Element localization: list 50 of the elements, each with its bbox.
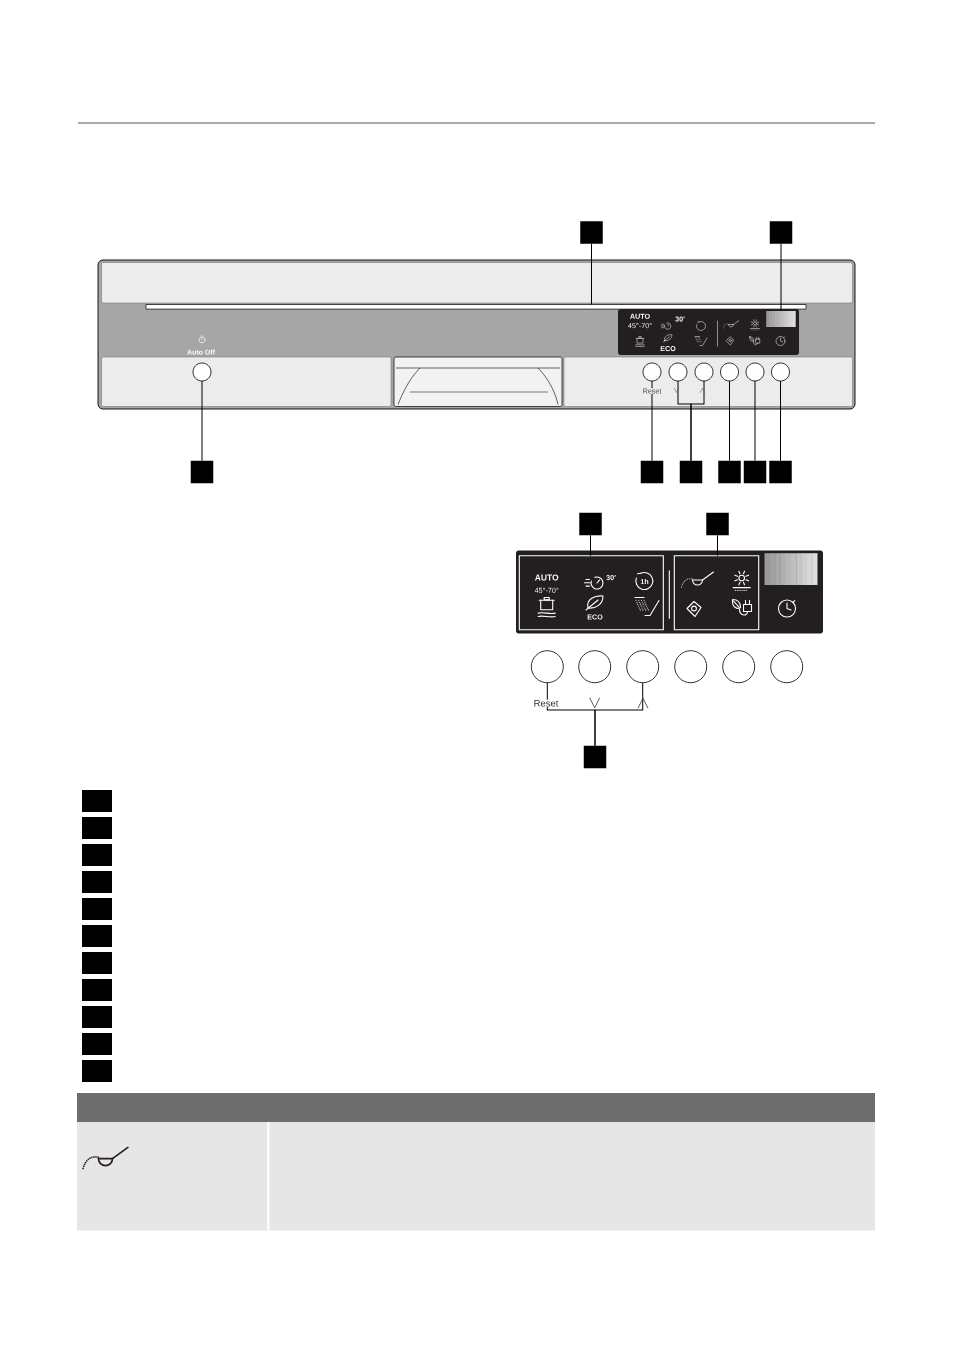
push-button [771, 362, 790, 382]
callout-box [769, 460, 792, 484]
push-button [674, 650, 708, 684]
push-button [694, 362, 714, 382]
callout-box [190, 460, 214, 484]
callout-box [82, 871, 112, 893]
callout-box [82, 1006, 112, 1028]
callout-box [679, 460, 703, 484]
callout-box [580, 221, 603, 244]
leader-line [591, 243, 592, 305]
program-label: AUTO [534, 574, 559, 581]
leader-line [690, 380, 705, 462]
callout-box [718, 460, 741, 484]
push-button [720, 362, 739, 382]
callout-box [706, 512, 729, 536]
callout-box [82, 1060, 112, 1082]
push-button [530, 650, 564, 684]
leader-line [780, 380, 781, 462]
push-button [722, 650, 756, 684]
callout-box [583, 745, 607, 769]
callout-box [82, 925, 112, 947]
display-window [766, 311, 796, 327]
callout-box [743, 460, 767, 484]
push-button [668, 362, 688, 382]
callout-box [82, 979, 112, 1001]
push-button [578, 650, 612, 684]
callout-box [82, 1033, 112, 1055]
push-button [770, 650, 804, 684]
leader-line [754, 380, 756, 462]
callout-box [82, 952, 112, 974]
callout-box [82, 898, 112, 920]
callout-box [82, 817, 112, 839]
light-strip [145, 304, 807, 310]
leader-line [651, 380, 653, 462]
push-button [642, 362, 662, 382]
button-label: Reset [533, 699, 559, 707]
leader-line [594, 682, 644, 747]
leader-line [780, 243, 782, 312]
callout-box [640, 460, 664, 484]
push-button [745, 362, 765, 382]
push-button [626, 650, 660, 684]
leader-line [717, 534, 718, 557]
push-button [192, 362, 212, 382]
callout-box [579, 512, 602, 536]
leader-line [590, 534, 591, 557]
callout-box [82, 844, 112, 866]
callout-box [82, 790, 112, 812]
leader-line [201, 380, 203, 462]
callout-box [769, 221, 793, 244]
leader-line [729, 380, 730, 462]
